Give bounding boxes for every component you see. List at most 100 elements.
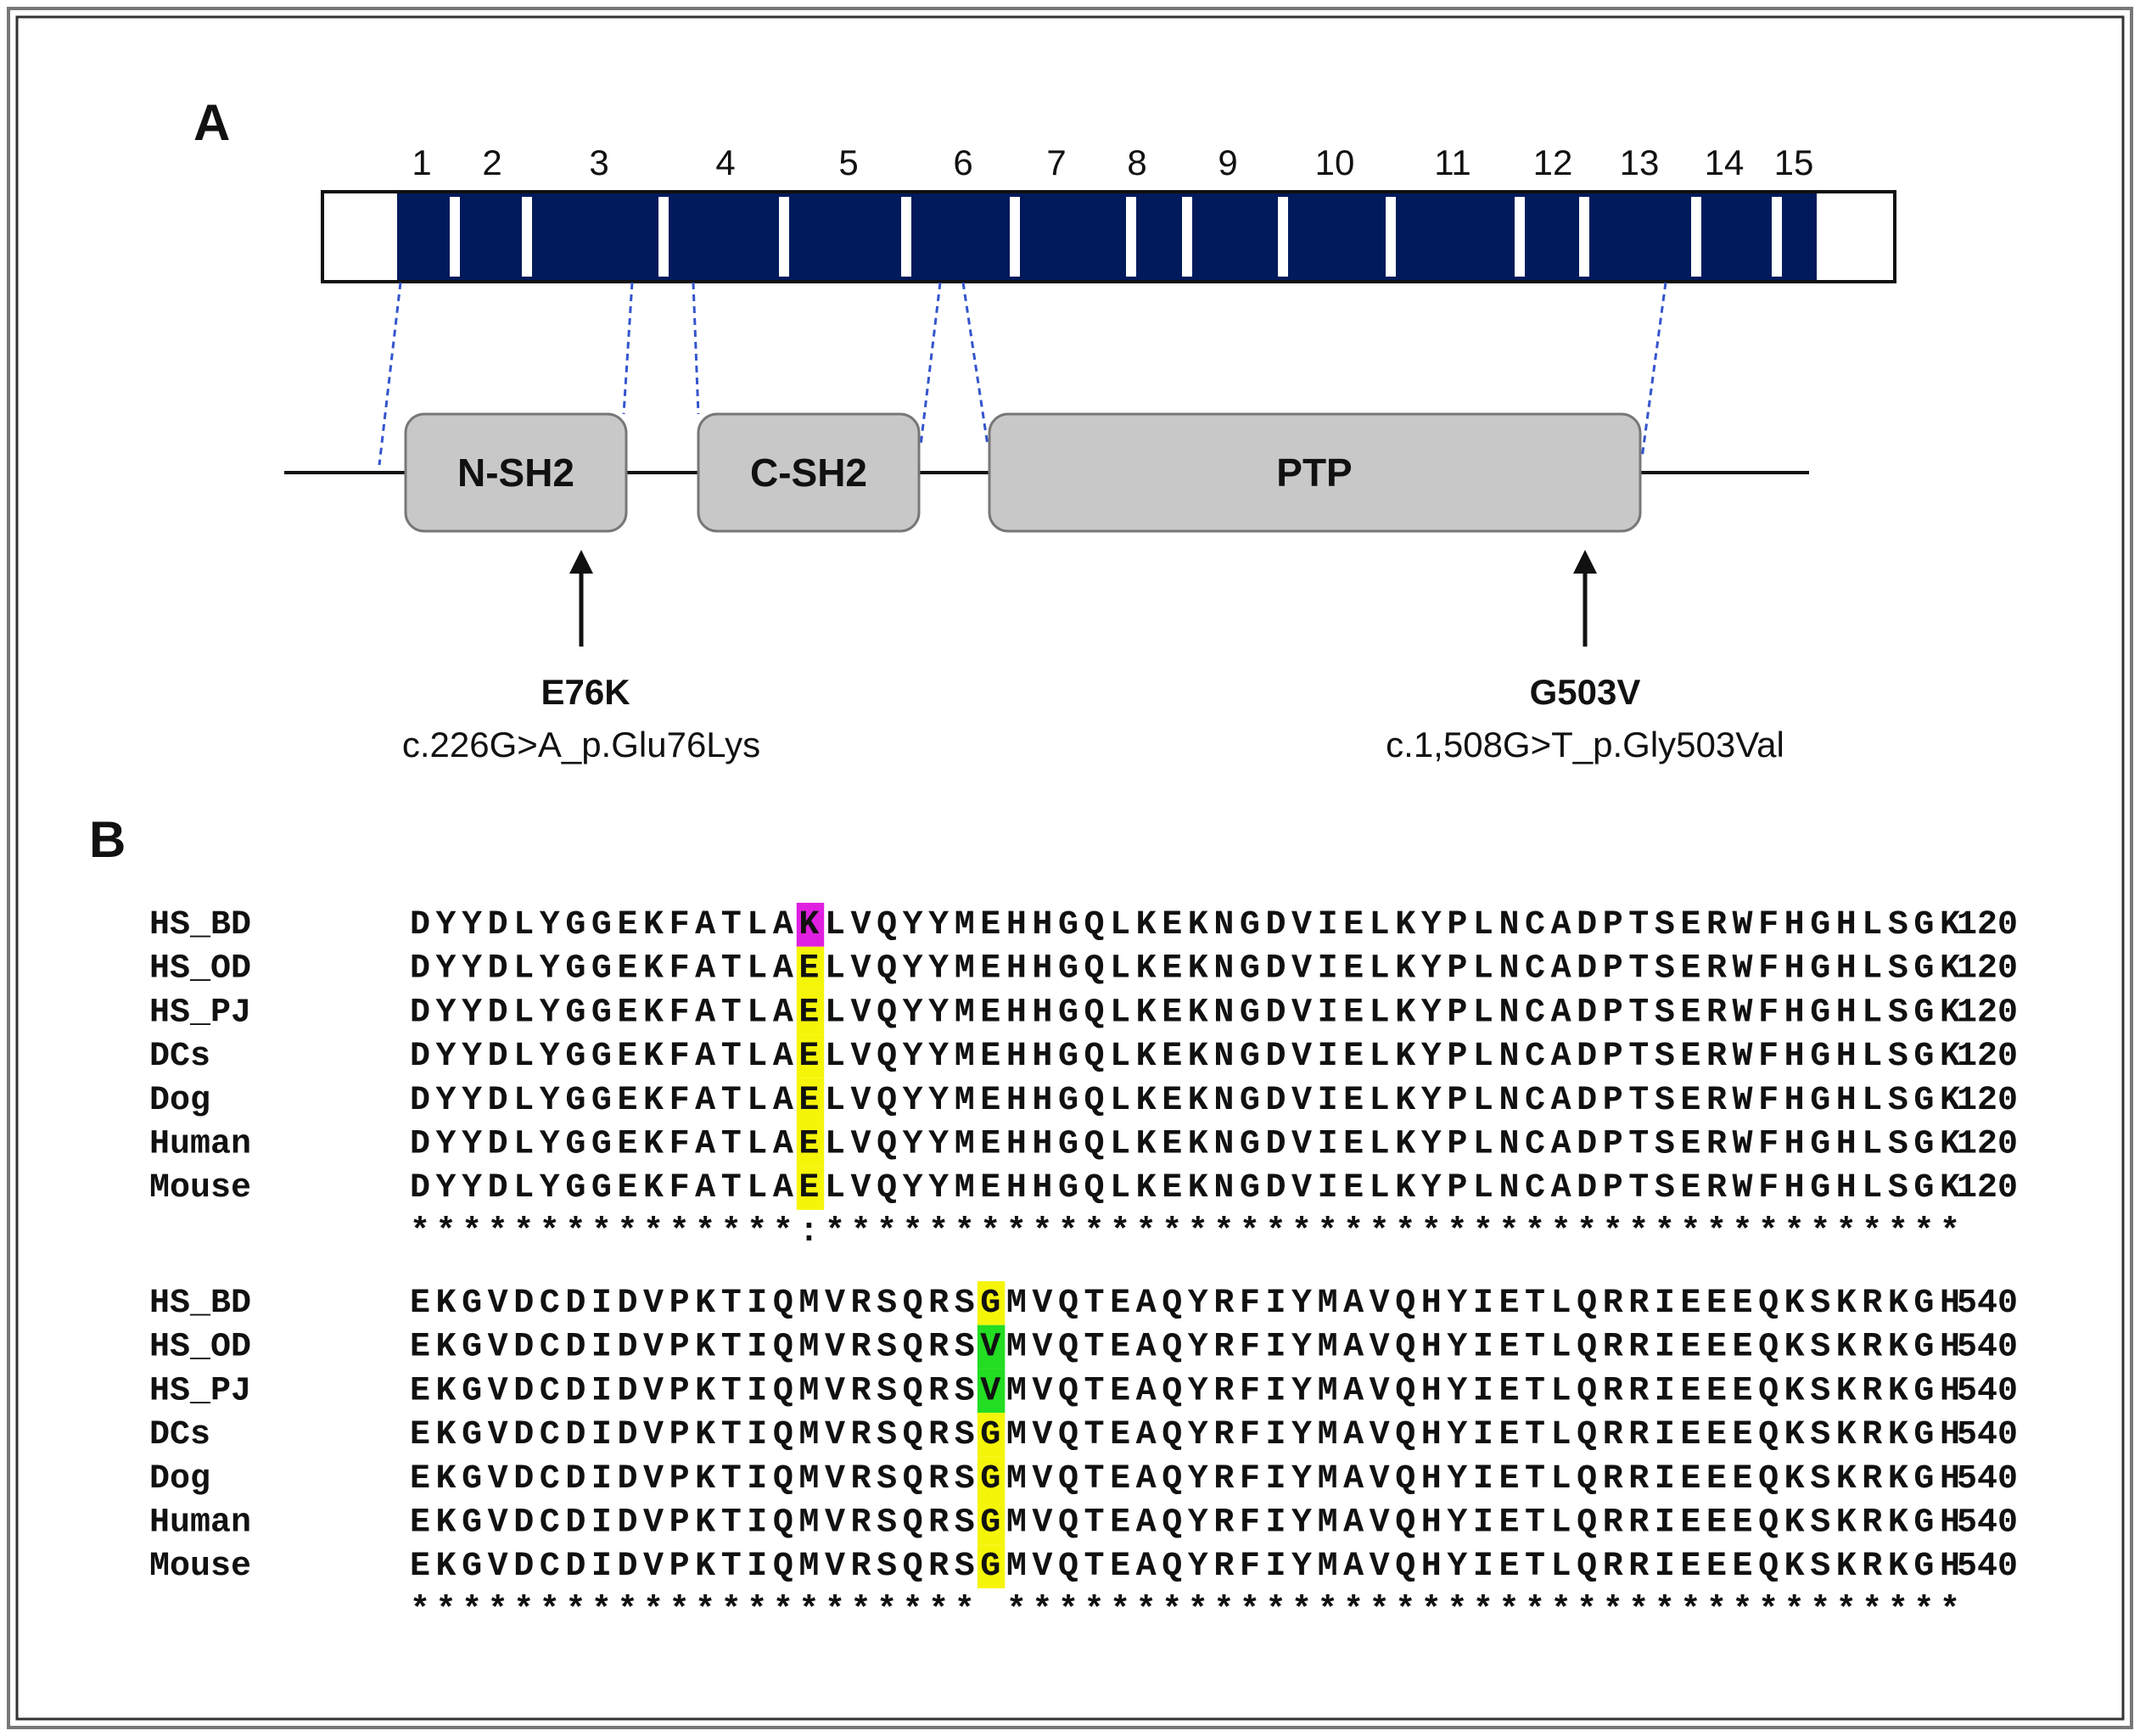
sequence-name: Mouse	[149, 1548, 251, 1586]
mutation-e76k-name: E76K	[541, 672, 630, 712]
exon-boundary	[1579, 197, 1589, 277]
sequence-name: HS_BD	[149, 1285, 251, 1323]
residue-highlight	[796, 1034, 825, 1078]
connector-line	[692, 282, 700, 415]
consensus-line: ***************:************************…	[410, 1213, 1960, 1252]
exon-number-14: 14	[1705, 143, 1745, 182]
alignment-row: HS_OD EKGVDCDIDVPKTIQMVRSQRSVMVQTEAQYRFIY…	[149, 1324, 2018, 1369]
consensus-line: ********************** *****************…	[410, 1592, 1960, 1630]
domain-ptp-label: PTP	[1276, 451, 1352, 495]
sequence-residues: DYYDLYGGEKFATLAELVQYYMEHHGQLKEKNGDVIELKY…	[410, 1126, 1960, 1164]
exon-number-4: 4	[715, 143, 735, 182]
sequence-alignment: HS_BD DYYDLYGGEKFATLAKLVQYYMEHHGQLKEKNGDV…	[149, 903, 2018, 1630]
domain-ptp: PTP	[988, 412, 1642, 533]
exon-boundary	[1010, 197, 1020, 277]
connector-line	[1640, 282, 1667, 459]
sequence-position: 540	[1957, 1416, 2018, 1454]
domain-n-sh2-box	[404, 412, 628, 533]
sequence-name: Human	[149, 1126, 251, 1164]
sequence-name: Human	[149, 1504, 251, 1543]
exon-number-2: 2	[482, 143, 501, 182]
mutation-e76k-desc: c.226G>A_p.Glu76Lys	[402, 725, 760, 764]
exon-boundary	[1691, 197, 1701, 277]
exon-boundary	[658, 197, 669, 277]
mutation-arrow-g503v	[1573, 550, 1597, 647]
residue-highlight	[796, 946, 825, 991]
sequence-name: HS_OD	[149, 1329, 251, 1367]
residue-highlight	[977, 1456, 1006, 1501]
exon-boundary	[522, 197, 532, 277]
domain-n-sh2-label: N-SH2	[457, 451, 574, 495]
sequence-residues: EKGVDCDIDVPKTIQMVRSQRSGMVQTEAQYRFIYMAVQH…	[410, 1504, 1960, 1543]
sequence-position: 540	[1957, 1329, 2018, 1367]
residue-highlight	[977, 1500, 1006, 1545]
sequence-residues: EKGVDCDIDVPKTIQMVRSQRSGMVQTEAQYRFIYMAVQH…	[410, 1416, 1960, 1454]
sequence-residues: DYYDLYGGEKFATLAELVQYYMEHHGQLKEKNGDVIELKY…	[410, 950, 1960, 988]
exon-number-6: 6	[953, 143, 972, 182]
exon-number-1: 1	[412, 143, 431, 182]
residue-highlight	[977, 1544, 1006, 1588]
sequence-name: DCs	[149, 1416, 210, 1454]
alignment-row: HS_PJ EKGVDCDIDVPKTIQMVRSQRSVMVQTEAQYRFIY…	[149, 1369, 2018, 1414]
connector-line	[961, 282, 989, 446]
domain-c-sh2-box	[697, 412, 921, 533]
sequence-position: 540	[1957, 1460, 2018, 1498]
exon-boundary	[1182, 197, 1192, 277]
exon-domain-connectors	[378, 282, 1667, 466]
sequence-residues: DYYDLYGGEKFATLAELVQYYMEHHGQLKEKNGDVIELKY…	[410, 1038, 1960, 1076]
gene-bar	[321, 190, 1896, 283]
residue-highlight	[796, 1122, 825, 1167]
mutation-arrow-e76k	[569, 550, 593, 647]
residue-highlight	[796, 903, 825, 947]
sequence-position: 120	[1957, 1038, 2018, 1076]
exon-boundary	[1515, 197, 1525, 277]
domain-ptp-box	[988, 412, 1642, 533]
sequence-residues: EKGVDCDIDVPKTIQMVRSQRSGMVQTEAQYRFIYMAVQH…	[410, 1548, 1960, 1586]
sequence-name: DCs	[149, 1038, 210, 1076]
exon-number-12: 12	[1533, 143, 1573, 182]
residue-highlight	[796, 990, 825, 1035]
connector-line	[919, 282, 942, 446]
arrow-head	[569, 550, 593, 574]
figure-inner-frame	[15, 15, 2125, 1721]
sequence-residues: EKGVDCDIDVPKTIQMVRSQRSVMVQTEAQYRFIYMAVQH…	[410, 1329, 1960, 1367]
sequence-position: 540	[1957, 1504, 2018, 1543]
sequence-position: 120	[1957, 1082, 2018, 1120]
sequence-name: HS_PJ	[149, 1372, 251, 1410]
residue-highlight	[796, 1166, 825, 1210]
alignment-block: HS_BD DYYDLYGGEKFATLAKLVQYYMEHHGQLKEKNGDV…	[149, 903, 2018, 1252]
figure-frame	[7, 7, 2133, 1729]
connector-line	[378, 282, 402, 466]
residue-highlight	[977, 1413, 1006, 1457]
exon-number-5: 5	[838, 143, 858, 182]
sequence-position: 120	[1957, 1126, 2018, 1164]
sequence-position: 120	[1957, 994, 2018, 1032]
sequence-residues: DYYDLYGGEKFATLAKLVQYYMEHHGQLKEKNGDVIELKY…	[410, 906, 1960, 944]
arrow-head	[1573, 550, 1597, 574]
residue-highlight	[977, 1324, 1006, 1369]
sequence-residues: DYYDLYGGEKFATLAELVQYYMEHHGQLKEKNGDVIELKY…	[410, 1169, 1960, 1207]
panel-b-label: B	[89, 811, 126, 868]
sequence-position: 540	[1957, 1548, 2018, 1586]
panel-a-label: A	[193, 94, 230, 151]
sequence-name: Dog	[149, 1082, 210, 1120]
panel-b: B HS_BD DYYDLYGGEKFATLAKLVQYYMEHHGQLKEKNG…	[89, 811, 2018, 1630]
exon-boundary	[450, 197, 460, 277]
residue-highlight	[977, 1369, 1006, 1414]
sequence-position: 540	[1957, 1285, 2018, 1323]
exon-boundary	[1772, 197, 1782, 277]
exon-number-15: 15	[1774, 143, 1814, 182]
sequence-residues: EKGVDCDIDVPKTIQMVRSQRSVMVQTEAQYRFIYMAVQH…	[410, 1372, 1960, 1410]
alignment-row: DCs EKGVDCDIDVPKTIQMVRSQRSGMVQTEAQYRFIYMA…	[149, 1413, 2018, 1457]
sequence-name: HS_PJ	[149, 994, 251, 1032]
exon-boundaries	[450, 197, 1782, 277]
exon-boundary	[779, 197, 789, 277]
sequence-name: HS_BD	[149, 906, 251, 944]
residue-highlight	[796, 1078, 825, 1123]
